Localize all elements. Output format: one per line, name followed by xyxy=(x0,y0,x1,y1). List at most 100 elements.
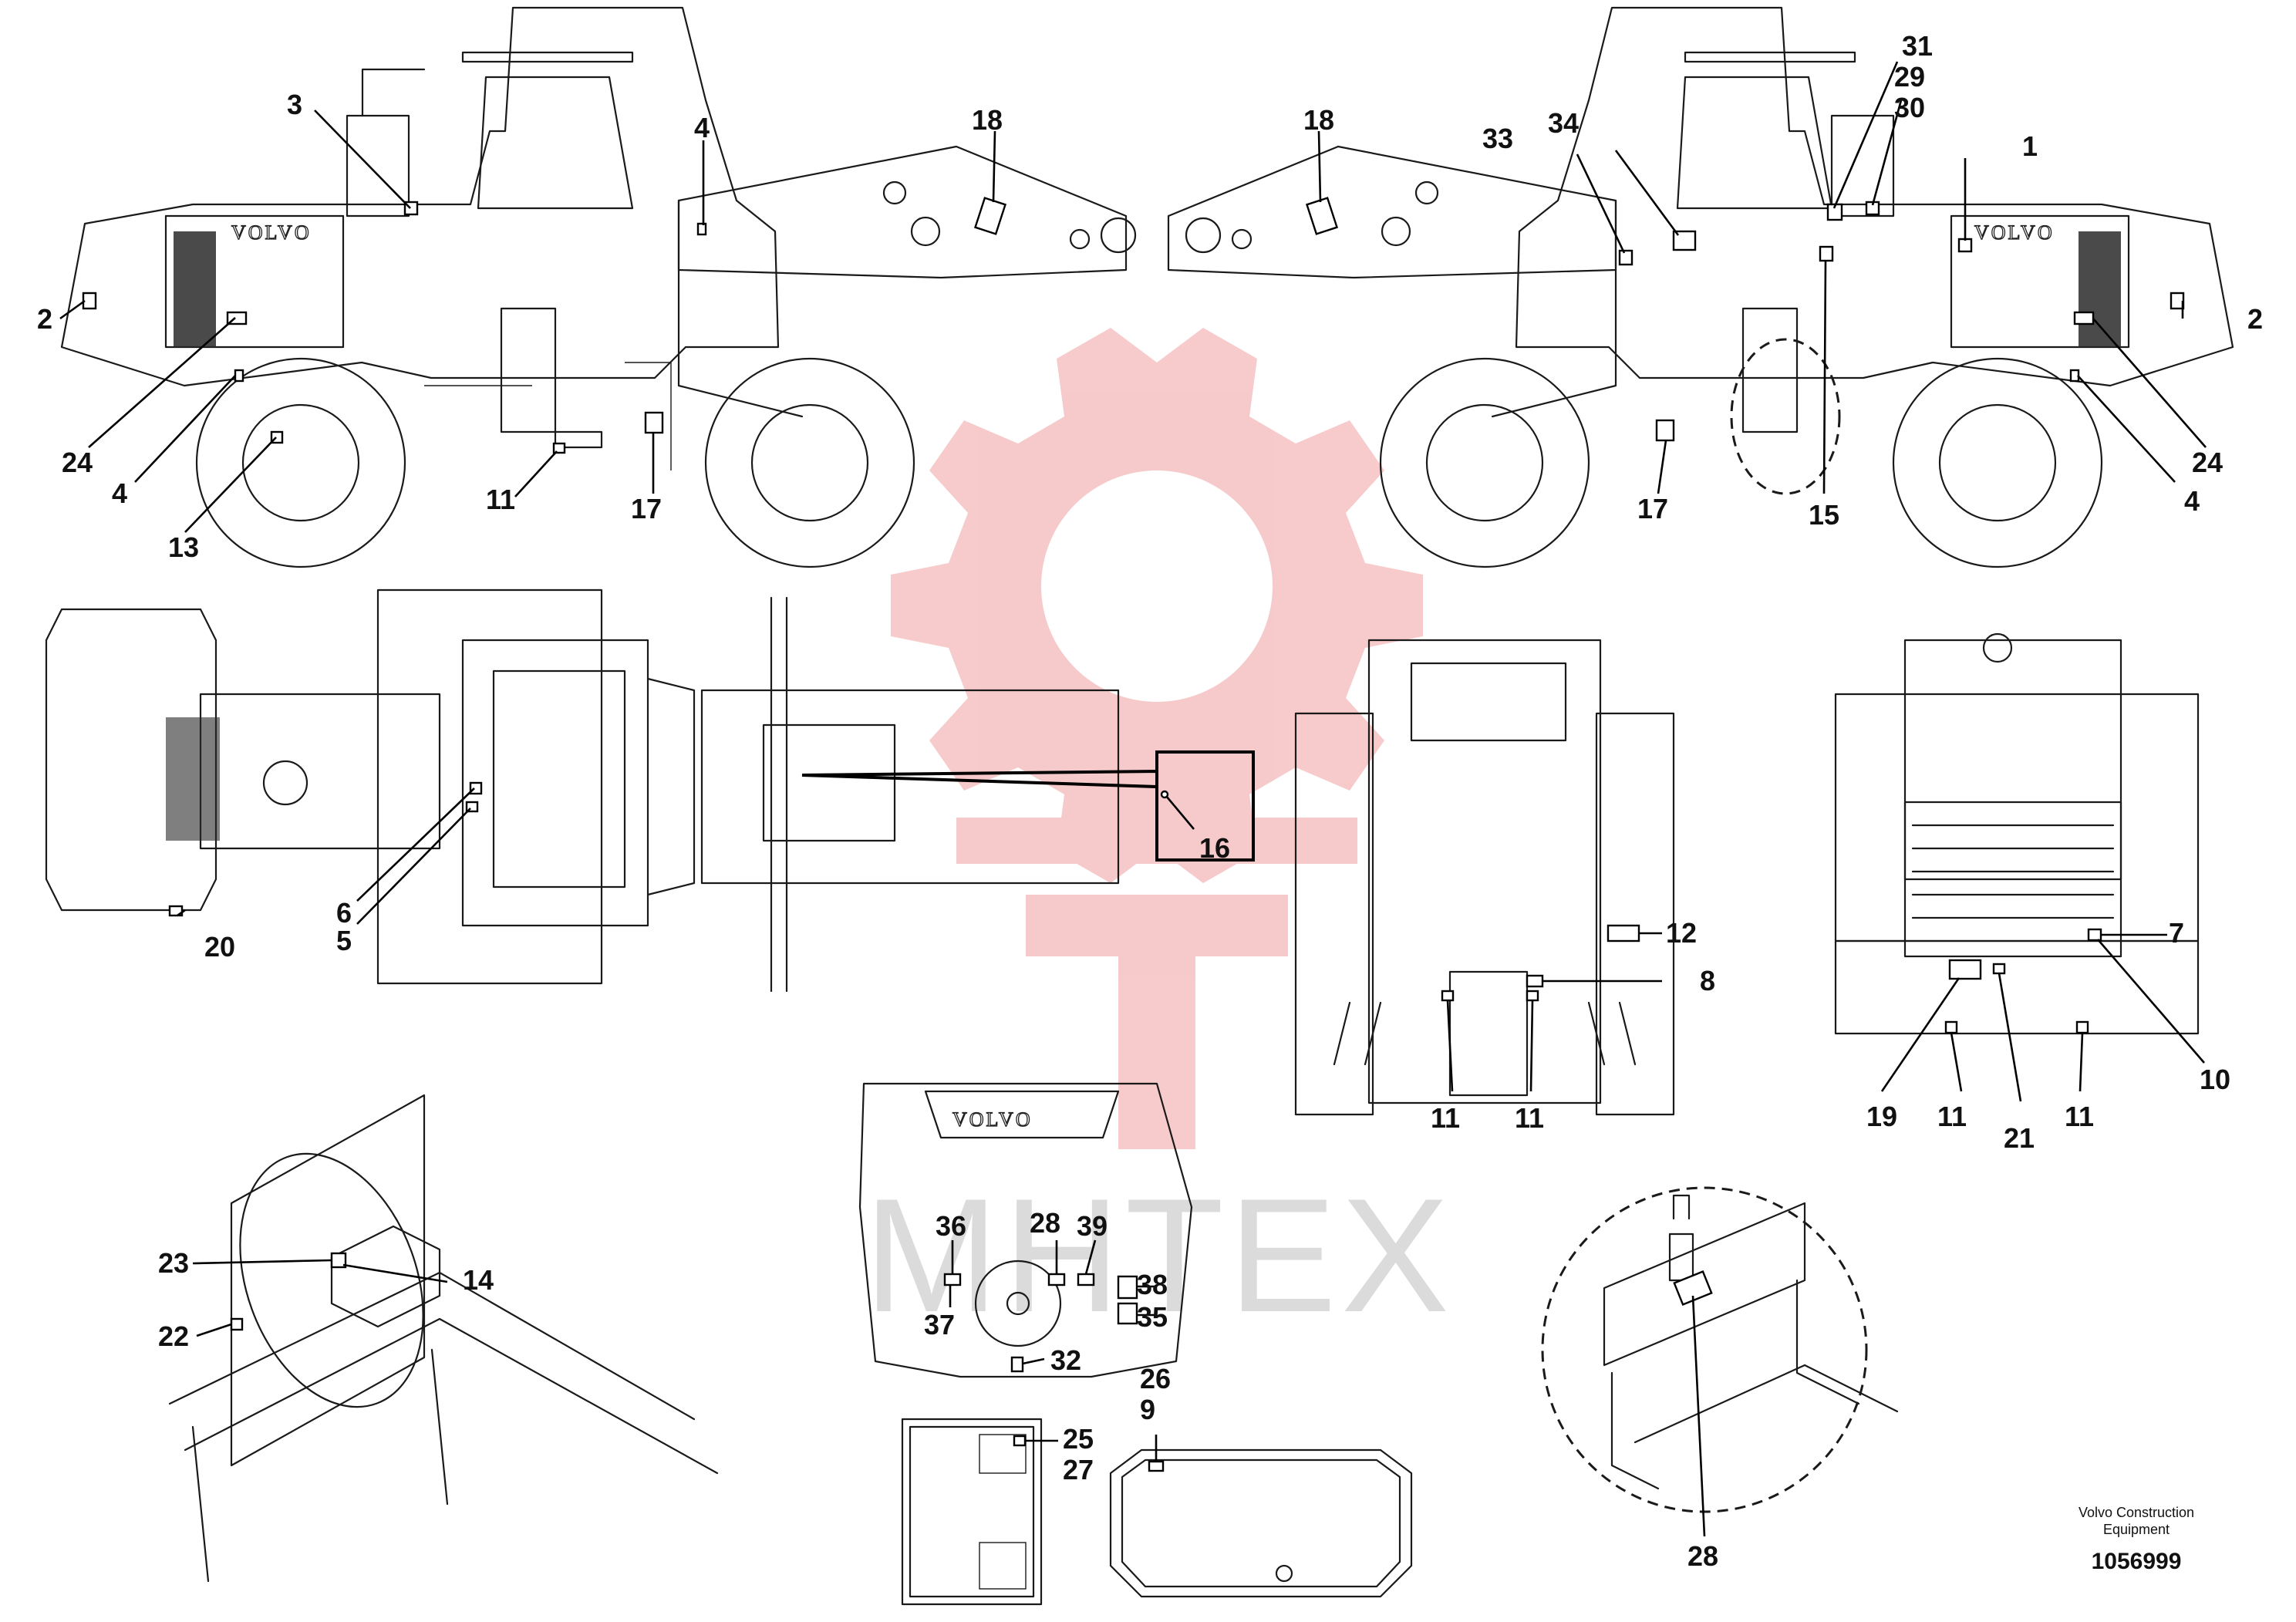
callout-8: 8 xyxy=(1700,965,1715,996)
callout-19: 19 xyxy=(1866,1101,1897,1132)
view-rear xyxy=(1834,632,2200,1035)
callout-38: 38 xyxy=(1137,1269,1168,1300)
decal-20 xyxy=(168,905,184,917)
decal-38 xyxy=(1117,1275,1138,1300)
decal-11-front-left xyxy=(1441,990,1455,1002)
callout-16: 16 xyxy=(1199,832,1230,864)
detail-circle-marker xyxy=(1730,338,1841,495)
view-right-side: VOLVO xyxy=(1167,6,2234,568)
callout-29: 29 xyxy=(1894,61,1925,93)
callout-9: 9 xyxy=(1140,1394,1155,1425)
callout-7: 7 xyxy=(2169,917,2184,949)
decal-32 xyxy=(1010,1356,1024,1373)
callout-27: 27 xyxy=(1063,1454,1094,1485)
callout-11-front-left: 11 xyxy=(1431,1102,1460,1134)
callout-39: 39 xyxy=(1077,1210,1108,1242)
callout-28-dash: 28 xyxy=(1030,1207,1060,1239)
callout-13: 13 xyxy=(168,531,199,563)
callout-5: 5 xyxy=(336,925,352,956)
decal-35 xyxy=(1117,1302,1138,1325)
callout-4-left-upper: 4 xyxy=(694,112,710,143)
callout-22: 22 xyxy=(158,1320,189,1352)
callout-1: 1 xyxy=(2022,130,2038,162)
callout-21: 21 xyxy=(2004,1122,2035,1154)
callout-11-left: 11 xyxy=(486,484,515,515)
callout-18-left: 18 xyxy=(972,104,1003,136)
callout-15: 15 xyxy=(1809,499,1839,531)
decal-6 xyxy=(469,781,483,795)
callout-35: 35 xyxy=(1137,1301,1168,1333)
callout-32: 32 xyxy=(1050,1344,1081,1376)
callout-4-right: 4 xyxy=(2184,485,2200,517)
company-name-line2: Equipment xyxy=(2102,1522,2170,1537)
decal-1 xyxy=(1957,238,1973,253)
decal-33 xyxy=(1618,249,1633,266)
decal-28-detail xyxy=(1673,1270,1713,1306)
callout-24-left: 24 xyxy=(62,447,93,478)
callout-12: 12 xyxy=(1666,917,1697,949)
decal-11-front-right xyxy=(1526,990,1539,1002)
company-name-line1: Volvo Construction xyxy=(2078,1505,2195,1520)
decal-25 xyxy=(1013,1435,1027,1447)
callout-2-left: 2 xyxy=(37,303,52,335)
callout-4-left-lower: 4 xyxy=(112,477,127,509)
callout-25: 25 xyxy=(1063,1423,1094,1455)
callout-17-right: 17 xyxy=(1637,493,1668,524)
decal-17 xyxy=(644,411,664,434)
leader-lines xyxy=(59,61,2207,1537)
brand-mark-left: VOLVO xyxy=(231,221,312,244)
callout-2-right: 2 xyxy=(2247,303,2263,335)
brand-mark-right: VOLVO xyxy=(1974,221,2055,244)
view-left-side: VOLVO xyxy=(60,6,1137,568)
decal-17-right xyxy=(1655,419,1675,442)
view-door-panel xyxy=(901,1418,1043,1606)
decal-7 xyxy=(2087,928,2102,942)
callout-11-rear-left: 11 xyxy=(1937,1101,1967,1132)
decal-39 xyxy=(1077,1273,1095,1286)
decal-36 xyxy=(943,1273,962,1286)
decal-11-rear-left xyxy=(1944,1020,1958,1034)
decal-2 xyxy=(82,292,97,310)
decal-4-upper xyxy=(696,222,707,236)
decal-28-dash xyxy=(1047,1273,1066,1286)
decal-4-lower xyxy=(234,369,244,383)
decal-19 xyxy=(1948,959,1982,980)
callout-24-right: 24 xyxy=(2192,447,2223,478)
decal-18 xyxy=(973,197,1007,235)
view-radiator-detail xyxy=(168,1094,719,1583)
callout-11-front-right: 11 xyxy=(1515,1102,1544,1134)
decal-12 xyxy=(1607,924,1640,943)
brand-mark-dashboard: VOLVO xyxy=(952,1108,1033,1131)
callout-3: 3 xyxy=(287,89,302,120)
decal-4-right xyxy=(2069,369,2080,383)
decal-8 xyxy=(1526,974,1544,988)
callout-14: 14 xyxy=(463,1264,494,1296)
callout-10: 10 xyxy=(2200,1064,2230,1095)
callout-31: 31 xyxy=(1902,30,1933,62)
callout-36: 36 xyxy=(936,1210,966,1242)
decal-24-right xyxy=(2073,311,2095,325)
callout-11-rear-right: 11 xyxy=(2065,1101,2094,1132)
callout-labels: 3 2 24 4 13 4 18 11 17 18 33 34 31 29 30… xyxy=(37,30,2263,1572)
watermark-gear-logo xyxy=(891,328,1423,1149)
drawing-number: 1056999 xyxy=(2091,1549,2182,1574)
view-top xyxy=(45,588,1255,993)
detail-circle xyxy=(1541,1186,1868,1513)
callout-37: 37 xyxy=(924,1309,955,1340)
decal-22 xyxy=(230,1317,244,1331)
decal-11-rear-right xyxy=(2075,1020,2089,1034)
callout-6: 6 xyxy=(336,897,352,929)
decal-9 xyxy=(1148,1460,1165,1472)
watermark: MHTEX xyxy=(864,328,1449,1346)
decal-21 xyxy=(1992,963,2006,975)
decal-11 xyxy=(552,442,566,454)
detail-box-16 xyxy=(1155,750,1255,862)
decal-18-right xyxy=(1305,197,1339,235)
callout-17-left: 17 xyxy=(631,493,662,524)
callout-18-right: 18 xyxy=(1303,104,1334,136)
callout-30: 30 xyxy=(1894,92,1925,123)
callout-34: 34 xyxy=(1548,107,1579,139)
callout-28-detail: 28 xyxy=(1687,1540,1718,1572)
callout-23: 23 xyxy=(158,1247,189,1279)
